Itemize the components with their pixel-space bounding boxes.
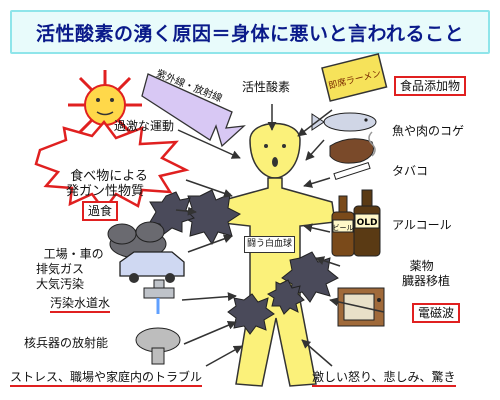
label-carcinogen: 食べ物による 発ガン性物質 <box>65 169 148 199</box>
label-em: 電磁波 <box>412 303 461 323</box>
bottle-label-text: OLD <box>357 218 378 228</box>
carcinogen-burst <box>34 120 190 213</box>
label-nuclear: 核兵器の放射能 <box>24 336 109 350</box>
alcohol-bottles-icon: ビール OLD <box>331 189 381 257</box>
title-banner: 活性酸素の湧く原因＝身体に悪いと言われること <box>10 10 490 54</box>
faucet-icon <box>143 279 175 314</box>
pollution-cloud-icon <box>107 221 167 259</box>
free-radicals <box>149 189 339 335</box>
fish-icon <box>311 112 377 132</box>
grilled-meat-icon <box>329 138 374 164</box>
mushroom-cloud-icon <box>135 327 181 365</box>
sun-icon <box>68 70 142 136</box>
instant-noodle-icon: 即席ラーメン <box>321 53 388 102</box>
label-white-cell: 闘う白血球 <box>244 236 296 253</box>
beer-label-text: ビール <box>333 223 354 232</box>
label-overeating: 過食 <box>82 201 119 221</box>
label-exercise: 過激な運動 <box>114 119 175 133</box>
influence-arrows <box>175 104 385 367</box>
label-emotion: 激しい怒り、悲しみ、驚き <box>312 370 456 387</box>
car-icon <box>119 251 185 283</box>
uv-ray-arrow <box>141 73 246 148</box>
human-body <box>213 122 336 387</box>
label-stress: ストレス、職場や家庭内のトラブル <box>10 370 203 387</box>
page-title: 活性酸素の湧く原因＝身体に悪いと言われること <box>35 22 465 45</box>
cigarette-icon <box>333 131 376 181</box>
label-drugs: 薬物 臓器移植 <box>402 259 451 288</box>
label-active-oxygen: 活性酸素 <box>242 80 291 94</box>
label-tobacco: タバコ <box>392 164 429 178</box>
label-alcohol: アルコール <box>392 218 452 232</box>
label-water: 汚染水道水 <box>50 296 111 313</box>
label-burnt: 魚や肉のコゲ <box>392 124 465 138</box>
label-additives: 食品添加物 <box>394 76 467 96</box>
label-pollution: 工場・車の 排気ガス 大気汚染 <box>36 247 104 291</box>
